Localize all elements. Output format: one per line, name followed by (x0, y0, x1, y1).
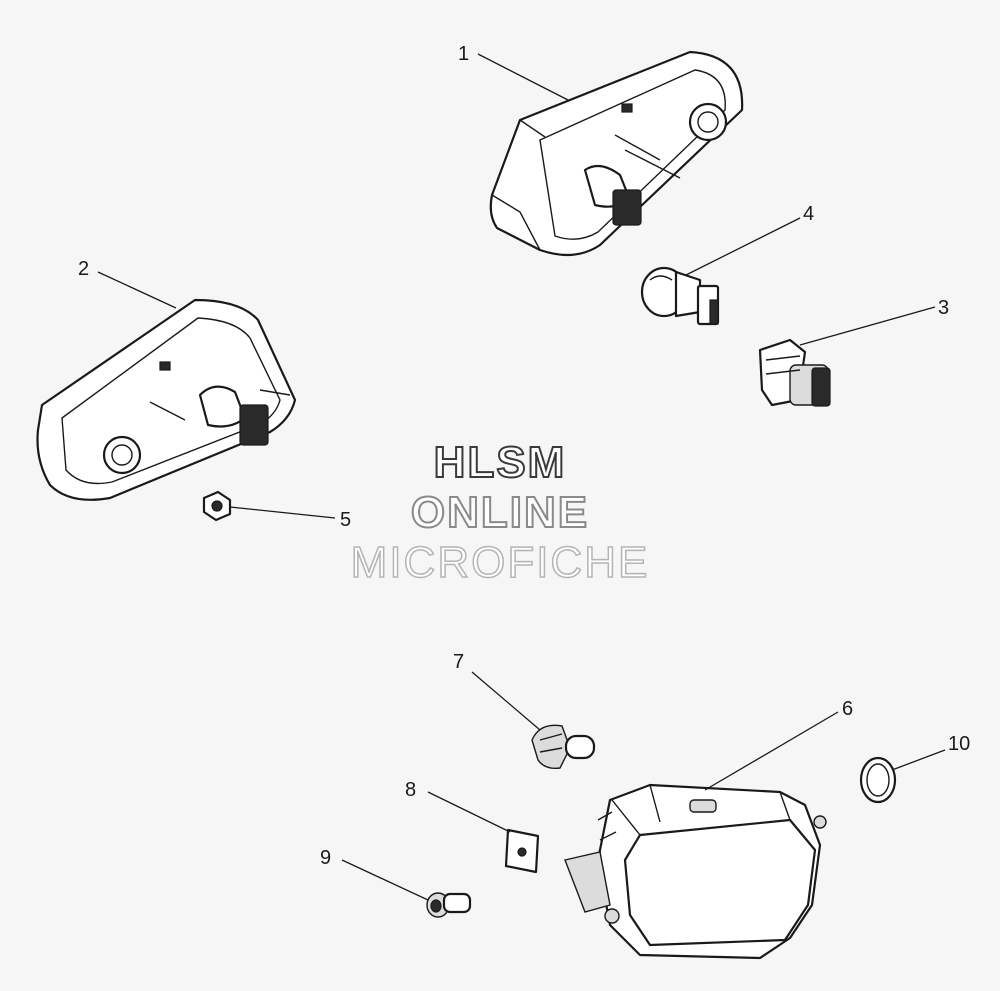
part-5-nut[interactable] (202, 490, 232, 522)
part-3-bulb-socket[interactable] (758, 338, 831, 407)
leader-line-4 (685, 217, 801, 276)
watermark-line-3: MICROFICHE (350, 537, 650, 588)
callout-10: 10 (948, 733, 970, 755)
callout-6: 6 (842, 698, 853, 720)
part-4-wedge-bulb[interactable] (640, 266, 720, 326)
callout-2: 2 (78, 258, 89, 280)
part-1-tail-lamp-right[interactable] (489, 50, 744, 257)
callout-3: 3 (938, 297, 949, 319)
callout-1: 1 (458, 43, 469, 65)
leader-line-2 (97, 271, 177, 309)
leader-line-6 (704, 711, 839, 791)
leader-line-1 (477, 53, 569, 101)
leader-line-8 (427, 791, 511, 833)
leader-line-9 (341, 859, 429, 901)
part-10-seal-ring[interactable] (859, 756, 897, 804)
part-7-headlamp-bulb[interactable] (531, 724, 596, 770)
watermark-line-2: ONLINE (410, 487, 590, 538)
leader-line-5 (229, 506, 336, 519)
callout-8: 8 (405, 779, 416, 801)
callout-4: 4 (803, 203, 814, 225)
leader-line-10 (891, 749, 946, 771)
watermark-line-1: HLSM (433, 437, 567, 488)
part-8-clip[interactable] (504, 828, 540, 874)
callout-9: 9 (320, 847, 331, 869)
leader-line-7 (471, 671, 541, 731)
callout-7: 7 (453, 651, 464, 673)
part-2-tail-lamp-left[interactable] (36, 298, 297, 501)
callout-5: 5 (340, 509, 351, 531)
part-9-screw[interactable] (426, 892, 472, 918)
leader-line-3 (799, 306, 936, 346)
part-6-headlamp-assembly[interactable] (564, 783, 827, 960)
